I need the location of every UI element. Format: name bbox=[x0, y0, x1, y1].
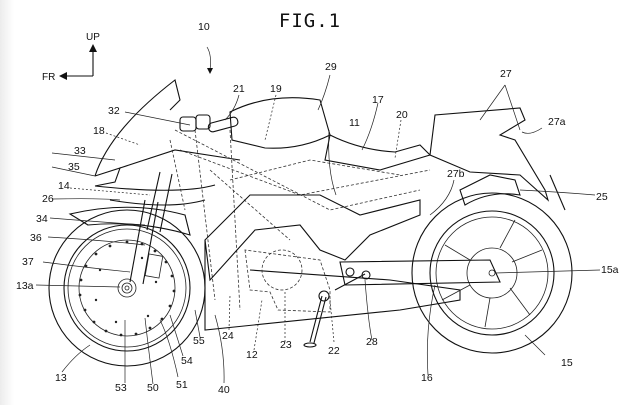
ref-27: 27 bbox=[500, 68, 512, 80]
up-label: UP bbox=[86, 32, 100, 43]
swing-arm bbox=[339, 259, 501, 286]
direction-indicator: UP FR bbox=[42, 32, 100, 83]
ref-40: 40 bbox=[218, 384, 230, 396]
front-cowl bbox=[94, 79, 241, 206]
ref-27b: 27b bbox=[447, 168, 465, 180]
seat bbox=[324, 134, 432, 171]
up-arrow-icon bbox=[89, 44, 97, 52]
ref-15: 15 bbox=[561, 357, 573, 369]
ref-37: 37 bbox=[22, 256, 34, 268]
ref-17: 17 bbox=[372, 94, 384, 106]
step bbox=[334, 267, 371, 291]
ref-53: 53 bbox=[115, 382, 127, 394]
ref-36: 36 bbox=[30, 232, 42, 244]
ref-10: 10 bbox=[198, 21, 210, 33]
ref-28: 28 bbox=[366, 336, 378, 348]
ref-15a: 15a bbox=[601, 264, 619, 276]
front-fender bbox=[68, 206, 191, 236]
brake-disc-holes bbox=[78, 240, 176, 337]
frame-dashed bbox=[169, 129, 431, 311]
ref-50: 50 bbox=[147, 382, 159, 394]
ref-35: 35 bbox=[68, 161, 80, 173]
ref-11: 11 bbox=[349, 117, 360, 129]
rear-wheel bbox=[411, 192, 573, 354]
leader-lines bbox=[35, 46, 601, 385]
main-frame bbox=[204, 194, 461, 331]
ref-32: 32 bbox=[108, 105, 120, 117]
rear-cowl bbox=[429, 107, 550, 202]
front-wheel bbox=[48, 209, 206, 367]
ref-20: 20 bbox=[396, 109, 408, 121]
ref-33: 33 bbox=[74, 145, 86, 157]
ref-13: 13 bbox=[55, 372, 67, 384]
ref-16: 16 bbox=[421, 372, 433, 384]
kickstand bbox=[303, 290, 330, 348]
ref-13a: 13a bbox=[16, 280, 34, 292]
fuel-tank-cover bbox=[229, 97, 331, 149]
figure-title: FIG.1 bbox=[278, 10, 342, 32]
handlebar bbox=[179, 114, 239, 133]
power-unit bbox=[244, 249, 331, 313]
front-label: FR bbox=[42, 72, 55, 83]
ref-21: 21 bbox=[233, 83, 245, 95]
front-fork bbox=[129, 171, 173, 285]
ref-18: 18 bbox=[93, 125, 105, 137]
ref-25: 25 bbox=[596, 191, 608, 203]
front-arrow-icon bbox=[59, 72, 67, 80]
ref-22: 22 bbox=[328, 345, 340, 357]
ref-51: 51 bbox=[176, 379, 188, 391]
ref-14: 14 bbox=[58, 180, 70, 192]
ref-19: 19 bbox=[270, 83, 282, 95]
scan-edge-shading bbox=[0, 0, 14, 405]
reference-numerals: 10 21 19 29 17 20 11 27 27a 27b 25 15a 1… bbox=[16, 21, 619, 396]
ref-34: 34 bbox=[36, 213, 48, 225]
ref-55: 55 bbox=[193, 335, 205, 347]
ref-26: 26 bbox=[42, 193, 54, 205]
ref-29: 29 bbox=[325, 61, 337, 73]
ref-12: 12 bbox=[246, 349, 258, 361]
ref-54: 54 bbox=[181, 355, 193, 367]
rear-fender bbox=[459, 174, 521, 206]
ref-24: 24 bbox=[222, 330, 234, 342]
ref-27a: 27a bbox=[548, 116, 566, 128]
motor bbox=[261, 249, 303, 291]
ref-23: 23 bbox=[280, 339, 292, 351]
